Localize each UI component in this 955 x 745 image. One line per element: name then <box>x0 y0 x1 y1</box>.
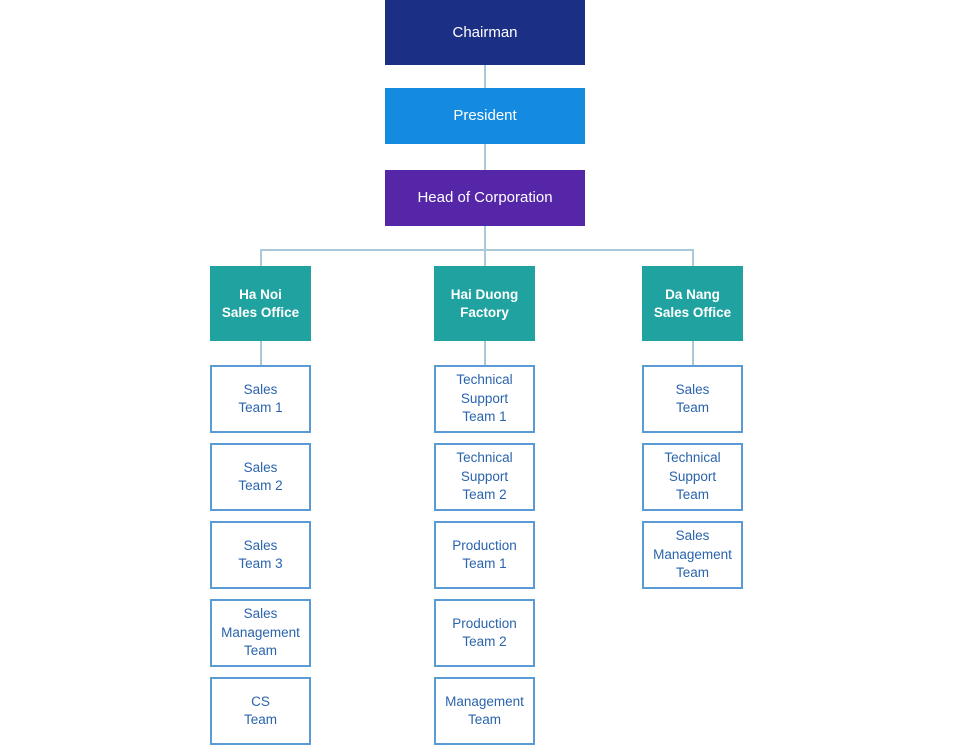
node-team-hanoi-3[interactable]: Sales Team 3 <box>210 521 311 589</box>
node-team-hanoi-5[interactable]: CS Team <box>210 677 311 745</box>
node-team-haiduong-2[interactable]: Technical Support Team 2 <box>434 443 535 511</box>
connector-danang-teams <box>692 341 694 365</box>
node-team-danang-1-label: Sales Team <box>675 381 710 415</box>
node-division-hanoi[interactable]: Ha Noi Sales Office <box>210 266 311 341</box>
node-president[interactable]: President <box>385 88 585 144</box>
node-team-hanoi-2-label: Sales Team 2 <box>238 459 283 493</box>
node-team-haiduong-3[interactable]: Production Team 1 <box>434 521 535 589</box>
node-division-haiduong-label: Hai Duong Factory <box>450 286 519 320</box>
node-team-haiduong-4[interactable]: Production Team 2 <box>434 599 535 667</box>
node-division-danang[interactable]: Da Nang Sales Office <box>642 266 743 341</box>
node-chairman[interactable]: Chairman <box>385 0 585 65</box>
connector-president-head <box>484 144 486 170</box>
connector-bus-hanoi <box>260 249 262 266</box>
node-team-danang-2-label: Technical Support Team <box>664 450 721 503</box>
node-team-danang-3[interactable]: Sales Management Team <box>642 521 743 589</box>
node-division-danang-label: Da Nang Sales Office <box>653 286 732 320</box>
node-team-danang-3-label: Sales Management Team <box>653 528 732 581</box>
node-team-hanoi-2[interactable]: Sales Team 2 <box>210 443 311 511</box>
connector-chairman-president <box>484 65 486 88</box>
connector-head-trunk <box>484 226 486 250</box>
node-team-haiduong-1[interactable]: Technical Support Team 1 <box>434 365 535 433</box>
node-team-hanoi-5-label: CS Team <box>243 693 277 727</box>
connector-bus-danang <box>692 249 694 266</box>
node-team-haiduong-4-label: Production Team 2 <box>452 615 517 649</box>
node-president-label: President <box>453 107 517 125</box>
node-team-haiduong-5-label: Management Team <box>445 693 524 727</box>
node-team-haiduong-2-label: Technical Support Team 2 <box>456 450 513 503</box>
node-team-hanoi-4-label: Sales Management Team <box>221 606 300 659</box>
node-team-danang-1[interactable]: Sales Team <box>642 365 743 433</box>
node-head-of-corporation[interactable]: Head of Corporation <box>385 170 585 226</box>
connector-bus-haiduong <box>484 249 486 266</box>
connector-hanoi-teams <box>260 341 262 365</box>
node-team-hanoi-1-label: Sales Team 1 <box>238 381 283 415</box>
node-team-haiduong-5[interactable]: Management Team <box>434 677 535 745</box>
node-team-haiduong-1-label: Technical Support Team 1 <box>456 372 513 425</box>
node-team-danang-2[interactable]: Technical Support Team <box>642 443 743 511</box>
node-division-haiduong[interactable]: Hai Duong Factory <box>434 266 535 341</box>
node-division-hanoi-label: Ha Noi Sales Office <box>221 286 300 320</box>
node-head-of-corporation-label: Head of Corporation <box>417 189 553 207</box>
node-team-hanoi-1[interactable]: Sales Team 1 <box>210 365 311 433</box>
node-chairman-label: Chairman <box>452 23 518 41</box>
connector-haiduong-teams <box>484 341 486 365</box>
node-team-hanoi-4[interactable]: Sales Management Team <box>210 599 311 667</box>
node-team-haiduong-3-label: Production Team 1 <box>452 537 517 571</box>
connector-divisions-bus <box>261 249 694 251</box>
node-team-hanoi-3-label: Sales Team 3 <box>238 537 283 571</box>
